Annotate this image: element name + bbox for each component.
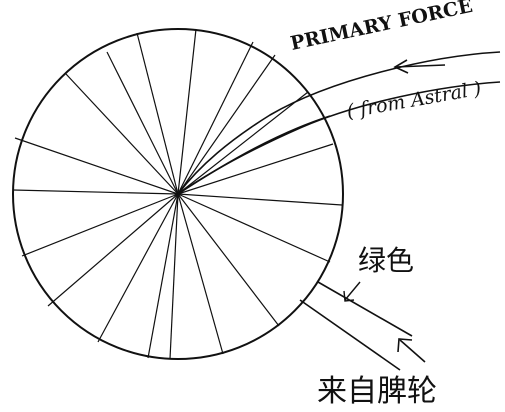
green-arrow xyxy=(343,281,361,302)
ray xyxy=(177,143,334,195)
ray xyxy=(177,193,224,355)
ray xyxy=(47,193,179,307)
ray xyxy=(177,41,254,195)
ray xyxy=(97,193,179,343)
primary-force-stream xyxy=(177,51,501,195)
ray xyxy=(147,193,179,359)
from-astral-label: ( from Astral ) xyxy=(345,78,483,123)
ray xyxy=(12,189,179,195)
from-spleen-label: 来自脾轮 xyxy=(317,374,437,409)
disc-outline xyxy=(12,28,344,360)
primary-force-arrow xyxy=(393,59,446,74)
ray xyxy=(177,193,343,206)
radial-lines xyxy=(12,28,343,360)
primary-force-line-inner xyxy=(177,115,331,195)
spleen-line-lower xyxy=(299,299,401,371)
ray xyxy=(177,193,331,263)
spleen-line-upper xyxy=(317,281,413,337)
ray xyxy=(177,91,309,195)
ray xyxy=(21,193,179,257)
ray xyxy=(177,28,197,195)
ray xyxy=(14,137,179,195)
spleen-force-stream xyxy=(299,281,413,371)
ray xyxy=(177,193,280,327)
primary-force-line-upper xyxy=(177,51,501,195)
ray xyxy=(177,54,276,195)
ray xyxy=(169,193,179,360)
primary-force-label: PRIMARY FORCE xyxy=(288,0,474,55)
spleen-arrow xyxy=(397,338,426,363)
ray xyxy=(65,73,179,195)
green-label: 绿色 xyxy=(358,244,414,277)
ray xyxy=(106,51,179,195)
ray xyxy=(136,32,179,195)
